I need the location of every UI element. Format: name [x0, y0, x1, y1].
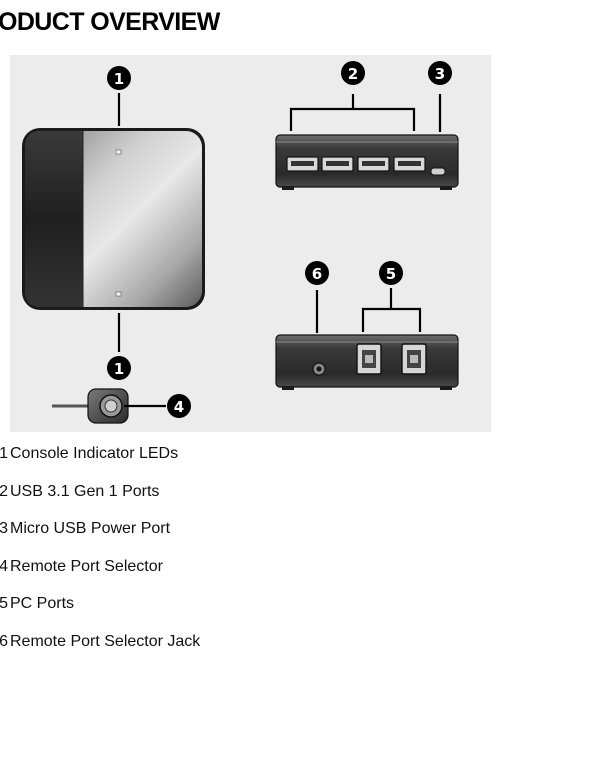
usb-b-port-icon — [401, 343, 427, 375]
legend-number: 6. — [0, 632, 8, 650]
callouts: 1 2 3 1 4 6 5 — [107, 61, 452, 418]
legend-number: 1. — [0, 445, 8, 462]
remote-jack-icon — [312, 362, 326, 376]
remote-port-selector — [52, 388, 129, 424]
legend-number: 4. — [0, 557, 8, 575]
legend-number: 5. — [0, 595, 8, 612]
legend-text: Console Indicator LEDs — [10, 445, 179, 462]
usb-port-icon — [286, 156, 319, 172]
legend-text: Remote Port Selector Jack — [10, 632, 201, 650]
svg-text:4: 4 — [174, 398, 184, 416]
svg-text:1: 1 — [114, 360, 124, 378]
product-overview-figure: 1 2 3 1 4 6 5 — [10, 55, 491, 432]
indicator-led-icon — [115, 149, 122, 155]
legend-text: Remote Port Selector — [10, 557, 163, 575]
callout-1-bottom: 1 — [107, 356, 131, 380]
svg-text:1: 1 — [114, 70, 124, 88]
switch-front-view — [275, 134, 459, 190]
page-title: ODUCT OVERVIEW — [0, 8, 220, 36]
leader-lines — [117, 93, 442, 408]
callout-4: 4 — [167, 394, 191, 418]
callout-6: 6 — [305, 261, 329, 285]
svg-text:6: 6 — [312, 265, 322, 283]
switch-top-view — [22, 128, 205, 310]
indicator-led-icon — [115, 291, 122, 297]
legend-number: 3. — [0, 520, 8, 537]
legend-text: PC Ports — [10, 595, 75, 612]
svg-text:5: 5 — [386, 265, 396, 283]
callout-3: 3 — [428, 61, 452, 85]
legend-text: USB 3.1 Gen 1 Ports — [10, 482, 160, 500]
svg-text:3: 3 — [435, 65, 445, 83]
product-diagram: 1 2 3 1 4 6 5 — [22, 61, 459, 424]
svg-text:2: 2 — [348, 65, 358, 83]
callout-1-top: 1 — [107, 66, 131, 90]
legend-text: Micro USB Power Port — [10, 520, 171, 537]
micro-usb-port-icon — [430, 167, 446, 176]
callout-5: 5 — [379, 261, 403, 285]
switch-rear-view — [275, 334, 459, 390]
usb-port-icon — [357, 156, 390, 172]
usb-port-icon — [321, 156, 354, 172]
callout-2: 2 — [341, 61, 365, 85]
legend-number: 2. — [0, 482, 8, 500]
usb-port-icon — [393, 156, 426, 172]
usb-b-port-icon — [356, 343, 382, 375]
